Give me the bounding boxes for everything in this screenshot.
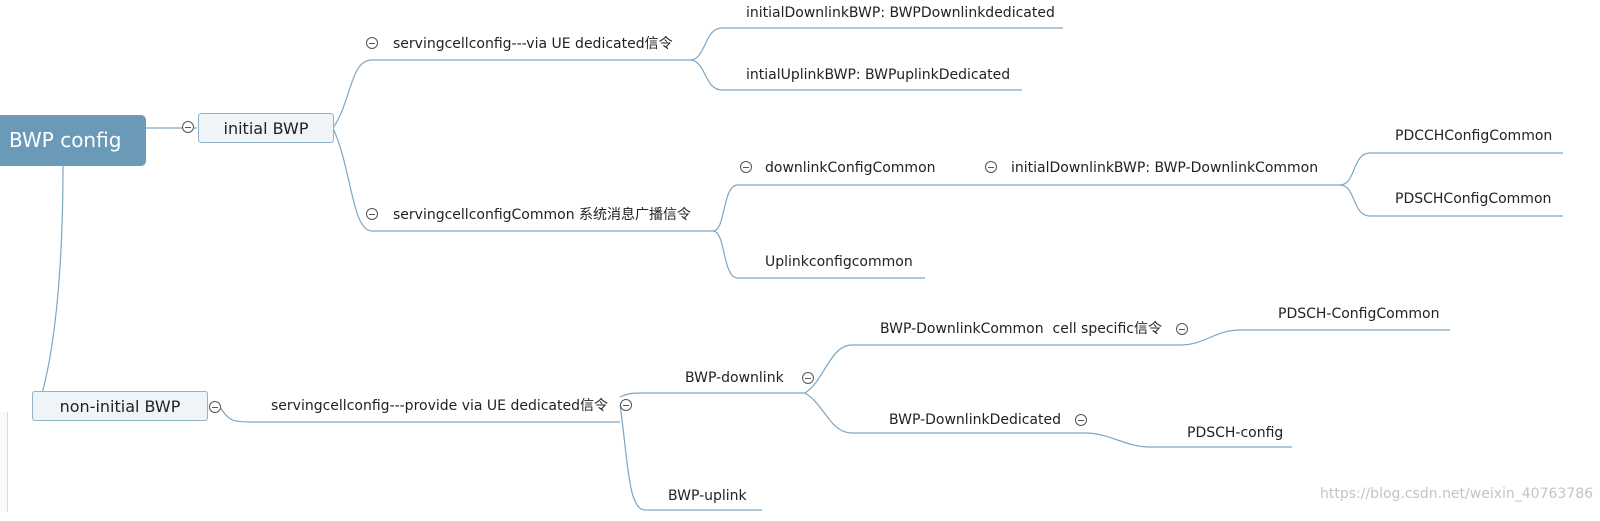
bwp-downlink-common-topic[interactable]: BWP-DownlinkCommon cell specific信令 — [880, 321, 1162, 337]
edge-common-ulconfig — [712, 230, 925, 279]
pdcch-config-common-topic[interactable]: PDCCHConfigCommon — [1395, 128, 1553, 144]
edge-common-dlconfig — [712, 184, 1340, 232]
pdsch-config-topic[interactable]: PDSCH-config — [1187, 425, 1284, 441]
downlink-config-common-topic[interactable]: downlinkConfigCommon — [765, 160, 936, 176]
bwp-uplink-topic[interactable]: BWP-uplink — [668, 488, 747, 504]
edge-initial-common — [332, 127, 713, 232]
common-config-topic[interactable]: servingcellconfigCommon 系统消息广播信令 — [393, 207, 692, 223]
collapse-icon[interactable] — [620, 399, 632, 411]
collapse-icon[interactable] — [740, 161, 752, 173]
noninitial-dedicated-config-topic[interactable]: servingcellconfig---provide via UE dedic… — [271, 398, 608, 414]
edge-downlink-dedicated — [804, 392, 1085, 434]
edge-pdcch — [1339, 152, 1563, 186]
edge-dedicated-downlink — [619, 392, 805, 398]
pdsch-config-common-topic[interactable]: PDSCH-ConfigCommon — [1278, 306, 1440, 322]
pdsch-config-common-topic[interactable]: PDSCHConfigCommon — [1395, 191, 1552, 207]
edge-root-noninitial — [38, 165, 64, 405]
uplink-config-common-topic[interactable]: Uplinkconfigcommon — [765, 254, 913, 270]
initial-downlink-dedicated-topic[interactable]: initialDownlinkBWP: BWPDownlinkdedicated — [746, 5, 1055, 21]
edge-ded-uplink — [689, 59, 1022, 91]
collapse-icon[interactable] — [366, 208, 378, 220]
bwp-downlink-dedicated-topic[interactable]: BWP-DownlinkDedicated — [889, 412, 1061, 428]
initial-bwp-topic[interactable]: initial BWP — [198, 113, 334, 143]
collapse-icon[interactable] — [802, 372, 814, 384]
edge-downlink-common — [804, 344, 1180, 394]
edge-dedicated-uplink — [619, 404, 762, 511]
edge-dedicated-child — [1084, 432, 1292, 448]
collapse-icon[interactable] — [1176, 323, 1188, 335]
bwp-downlink-topic[interactable]: BWP-downlink — [685, 370, 784, 386]
root-topic[interactable]: BWP config — [0, 115, 146, 166]
collapse-icon[interactable] — [366, 37, 378, 49]
collapse-icon[interactable] — [1075, 414, 1087, 426]
collapse-icon[interactable] — [985, 161, 997, 173]
initial-uplink-dedicated-topic[interactable]: intialUplinkBWP: BWPuplinkDedicated — [746, 67, 1011, 83]
left-panel-edge — [0, 412, 8, 512]
collapse-icon[interactable] — [209, 401, 221, 413]
edge-noninitial-dedicated — [219, 406, 620, 423]
edge-pdsch — [1339, 184, 1563, 217]
initial-downlink-common-topic[interactable]: initialDownlinkBWP: BWP-DownlinkCommon — [1011, 160, 1319, 176]
edge-ded-downlink — [689, 27, 1063, 61]
edge-initial-dedicated — [332, 59, 690, 129]
non-initial-bwp-topic[interactable]: non-initial BWP — [32, 391, 208, 421]
watermark: https://blog.csdn.net/weixin_40763786 — [1320, 486, 1594, 502]
edge-common-child — [1179, 329, 1450, 346]
dedicated-config-topic[interactable]: servingcellconfig---via UE dedicated信令 — [393, 36, 673, 52]
collapse-icon[interactable] — [182, 121, 194, 133]
